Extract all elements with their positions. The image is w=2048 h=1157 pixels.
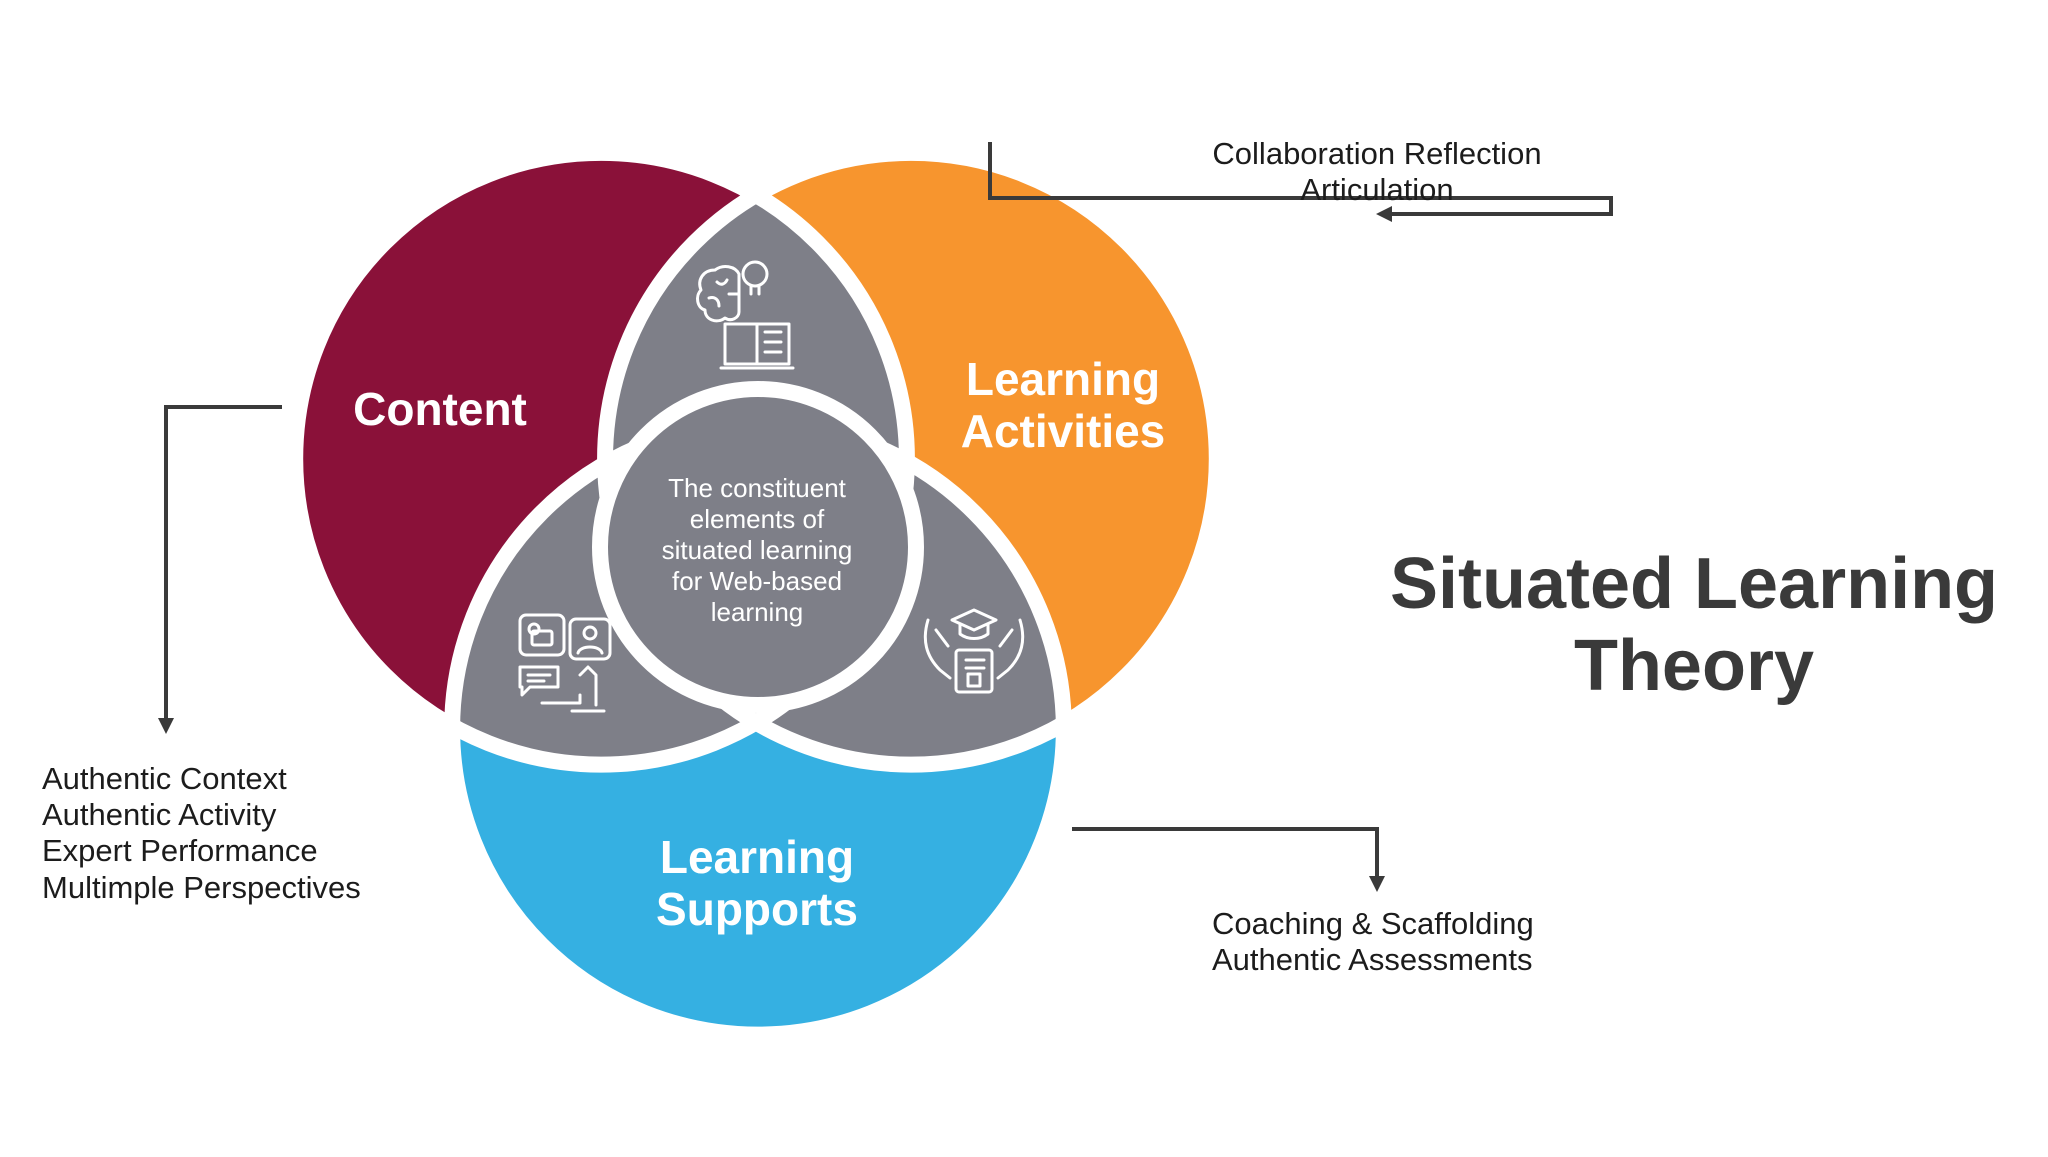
connector-content: [164, 405, 282, 726]
arrow-content: [158, 718, 174, 734]
callout-activities-line2: Articulation: [1300, 172, 1453, 207]
callout-content-line3: Expert Performance: [42, 833, 318, 868]
center-line-2: elements of: [690, 504, 825, 534]
center-line-1: The constituent: [668, 473, 847, 503]
media-chat-icon: [518, 613, 612, 713]
arrow-supports: [1369, 876, 1385, 892]
arrow-activities: [1376, 206, 1392, 222]
learning-supports-label-line1: Learning: [660, 831, 854, 883]
center-description: The constituent elements of situated lea…: [662, 473, 853, 627]
learning-activities-label-line1: Learning: [966, 353, 1160, 405]
callout-content-line2: Authentic Activity: [42, 797, 277, 832]
learning-activities-label-line2: Activities: [961, 405, 1166, 457]
center-circle: [600, 389, 916, 705]
callout-activities: Collaboration Reflection Articulation: [1212, 136, 1541, 207]
content-label: Content: [353, 383, 527, 435]
title-line1: Situated Learning: [1390, 544, 1998, 624]
title: Situated Learning Theory: [1390, 544, 1998, 706]
title-line2: Theory: [1574, 626, 1814, 706]
connector-activities: [988, 142, 1613, 216]
callout-supports: Coaching & Scaffolding Authentic Assessm…: [1212, 906, 1534, 977]
center-line-5: learning: [711, 597, 804, 627]
center-line-3: situated learning: [662, 535, 853, 565]
callout-activities-line1: Collaboration Reflection: [1212, 136, 1541, 171]
callout-content-line4: Multimple Perspectives: [42, 870, 361, 905]
connector-supports: [1072, 827, 1379, 884]
callout-supports-line1: Coaching & Scaffolding: [1212, 906, 1534, 941]
callout-content-line1: Authentic Context: [42, 761, 287, 796]
callout-supports-line2: Authentic Assessments: [1212, 942, 1533, 977]
learning-supports-label-line2: Supports: [656, 883, 858, 935]
center-circle-border: [592, 381, 924, 713]
center-line-4: for Web-based: [672, 566, 842, 596]
brain-lightbulb-book-icon: [696, 260, 795, 370]
callout-content: Authentic Context Authentic Activity Exp…: [42, 761, 361, 905]
hands-graduation-book-icon: [923, 608, 1025, 694]
